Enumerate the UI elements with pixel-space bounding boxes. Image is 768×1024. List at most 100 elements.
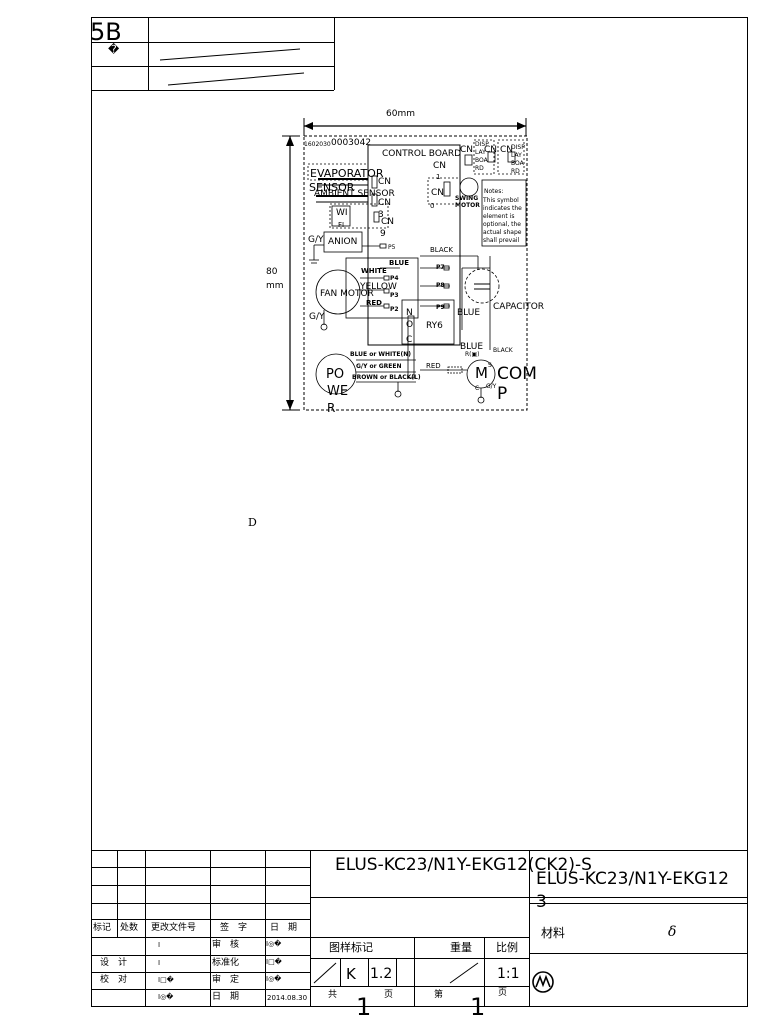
date-value: 2014.08.30	[267, 994, 308, 1002]
wire-color: WHITE	[361, 267, 387, 275]
pin-label: P2	[390, 306, 399, 313]
connector-number: 9	[380, 229, 386, 239]
wire-color: BLUE or WHITE(N)	[350, 351, 411, 358]
date-label: 日 期	[212, 992, 240, 1002]
connector-label: CN	[484, 145, 498, 155]
terminal-label: C	[475, 385, 480, 392]
proof-label: 校 对	[100, 975, 128, 985]
wire-color: BLACK	[493, 347, 513, 354]
wire-color: RED	[366, 299, 382, 307]
design-value: I	[158, 941, 161, 949]
connector-number: 0	[430, 202, 435, 210]
fan-motor-label: FAN MOTOR	[320, 289, 374, 299]
header-date: 日 期	[270, 923, 298, 933]
power-label: WE	[327, 384, 349, 399]
connector-label: CN	[431, 188, 445, 198]
display-board-label: DISP LAY BOA RD	[511, 144, 525, 175]
notes-body: This symbol indicates the element is opt…	[483, 197, 522, 244]
part-code: 0003042	[331, 138, 372, 148]
wifi-label: WI	[336, 208, 348, 218]
height-dimension-unit: mm	[266, 281, 284, 291]
capacitor-label: CAPACITOR	[493, 302, 545, 312]
weight-label: 重量	[450, 941, 472, 954]
swing-motor-label: MOTOR	[455, 202, 480, 209]
header-count: 处数	[120, 923, 139, 933]
wire-color: BLUE	[389, 259, 410, 267]
pin-label: P3	[390, 292, 399, 299]
connector-label: CN	[378, 177, 392, 187]
connector-label: CN	[378, 198, 392, 208]
model-number: ELUS-KC23/N1Y-EKG12(CK2)-S	[335, 855, 592, 875]
connector-number: 1	[436, 173, 441, 181]
pin-label: P9	[436, 304, 445, 311]
compressor-label: P	[497, 384, 508, 404]
pin-label: P7	[436, 264, 445, 271]
terminal-label: S	[488, 362, 492, 369]
width-dimension: 60mm	[386, 109, 415, 119]
pin-label: P4	[390, 275, 399, 282]
notes-title: Notes:	[484, 188, 504, 195]
connector-label: CN	[381, 217, 395, 227]
pages-label: 页	[498, 988, 508, 998]
standard-value: I□�	[266, 958, 282, 966]
ground-label: G/Y	[486, 383, 497, 390]
corner-glyph: �	[108, 43, 120, 56]
pin-label: P8	[436, 282, 445, 289]
material-symbol: δ	[668, 924, 677, 940]
drawing-frame	[91, 17, 748, 1007]
part-code-small: 1602030	[304, 141, 331, 148]
header-mark: 标记	[93, 923, 112, 933]
designer-value: I	[158, 959, 161, 967]
k-label: K	[346, 965, 356, 983]
wire-color: BROWN or BLACK(L)	[352, 374, 421, 381]
sheet-label: 第	[434, 990, 444, 1000]
ground-label: G/Y	[309, 312, 325, 322]
connector-label: CN	[433, 161, 447, 171]
wire-color: BLUE	[460, 342, 484, 352]
relay-contact-label: N	[406, 308, 413, 318]
pin-label: P5	[388, 244, 396, 251]
swing-motor-label: SWING	[455, 195, 479, 202]
sensor-label: SENSOR	[309, 181, 355, 194]
relay-contact-label: O	[406, 320, 414, 330]
anion-label: ANION	[328, 237, 358, 247]
model-number-alt-line2: 3	[536, 892, 547, 912]
terminal-label: R(▣)	[465, 351, 480, 358]
proof-value: I□�	[158, 976, 174, 984]
height-dimension: 80	[266, 267, 278, 277]
version-value: 1.2	[370, 966, 393, 982]
evaporator-label: EVAPORATOR	[310, 167, 384, 180]
model-number-alt: ELUS-KC23/N1Y-EKG12	[536, 869, 729, 889]
pattern-mark-label: 图样标记	[329, 941, 373, 954]
compressor-m-label: M	[475, 364, 488, 382]
connector-label: CN	[460, 145, 474, 155]
wire-color: G/Y or GREEN	[356, 363, 402, 370]
power-label: PO	[326, 367, 345, 382]
control-board-label: CONTROL BOARD	[382, 149, 462, 159]
power-label: R	[327, 401, 336, 415]
wire-color: RED	[426, 362, 441, 370]
display-board-label: DISP LAY BOA RD	[475, 141, 489, 172]
designer-label: 设 计	[100, 958, 128, 968]
connector-number: 3	[378, 210, 384, 220]
pages-label: 页	[384, 990, 394, 1000]
wire-color: YELLOW	[360, 282, 397, 292]
ground-label: G/Y	[308, 235, 324, 245]
approve-value: I◎�	[266, 975, 282, 983]
wire-color: BLUE	[457, 308, 481, 318]
total-label: 共	[328, 990, 338, 1000]
compressor-label: COM	[497, 364, 537, 384]
total-pages: 1	[356, 993, 372, 1021]
wifi-label: FI	[338, 221, 345, 229]
header-sign: 签 字	[220, 923, 248, 933]
approve-label: 审 定	[212, 975, 240, 985]
scale-value: 1:1	[497, 966, 520, 982]
review-label: 审 核	[212, 940, 240, 950]
connector-label: CN	[500, 145, 514, 155]
wire-color: BLACK	[430, 246, 454, 254]
sheet-number: 1	[470, 993, 486, 1021]
